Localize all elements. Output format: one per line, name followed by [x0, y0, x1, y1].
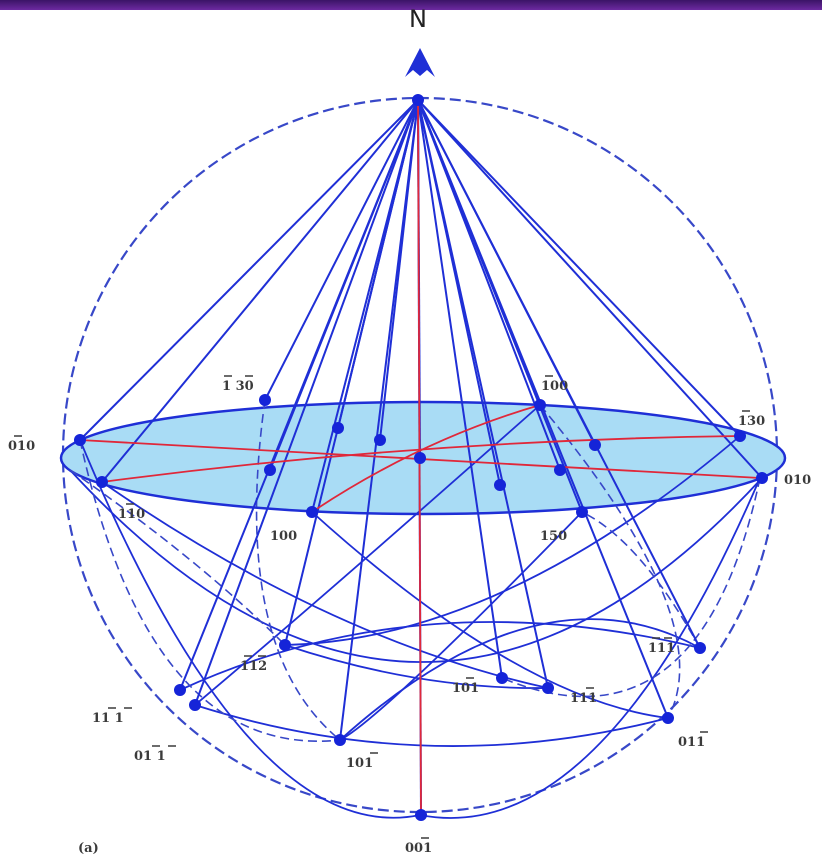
arc-100-011 [194, 404, 541, 706]
pole-node [174, 684, 186, 696]
arc-bottom-band [194, 704, 669, 747]
arc-150-101 [339, 511, 583, 741]
label-110: 110 [118, 507, 145, 522]
arc-equator-lower [69, 469, 763, 663]
pole-node [589, 439, 601, 451]
projection-ray [264, 99, 419, 401]
label-111-mid: 111 [570, 691, 597, 706]
dashed-arc-5 [69, 469, 286, 646]
top-color-band [0, 0, 822, 10]
pole-node [332, 422, 344, 434]
pole-node [259, 394, 271, 406]
arc-lower-band [179, 621, 701, 691]
pole-node [756, 472, 768, 484]
arc-right-low [419, 477, 761, 819]
dashed-arc-2 [501, 477, 761, 698]
projection-ray [417, 99, 741, 437]
projection-ray [179, 99, 419, 691]
dashed-arc-1 [79, 439, 341, 742]
north-arrow-icon [405, 48, 435, 77]
miller-index-overbars [14, 375, 750, 839]
pole-node [334, 734, 346, 746]
label-001: 001 [405, 841, 432, 856]
label-111-left: 11 1 [92, 711, 124, 726]
projection-ray [417, 99, 549, 689]
north-label: N [409, 5, 427, 33]
projection-ray [339, 99, 419, 741]
projection-ray [101, 99, 419, 483]
axis-arc-2 [101, 435, 741, 483]
pole-node [414, 452, 426, 464]
label-150: 150 [540, 529, 567, 544]
great-circle-arcs [69, 404, 763, 819]
pole-node [662, 712, 674, 724]
arc-100-011r [311, 511, 669, 719]
pole-node [494, 479, 506, 491]
projection-ray [417, 99, 701, 649]
pole-node [554, 464, 566, 476]
label-101-mid: 101 [452, 681, 479, 696]
arc-110-111 [101, 481, 549, 689]
projection-ray [284, 99, 419, 646]
corner-label: (a) [78, 841, 99, 856]
pole-node [496, 672, 508, 684]
pole-node [415, 809, 427, 821]
pole-node [96, 476, 108, 488]
label-010-right: 010 [784, 473, 811, 488]
pole-node [694, 642, 706, 654]
projection-ray [194, 99, 419, 706]
pole-node [374, 434, 386, 446]
arc-112-111 [284, 644, 549, 689]
label-100-bottom: 100 [270, 529, 297, 544]
pole-node [306, 506, 318, 518]
arc-101-111 [339, 618, 701, 741]
pole-node [576, 506, 588, 518]
label-100-top: 100 [541, 379, 568, 394]
label-011-left: 01 1 [134, 749, 166, 764]
label-1-30: 1 30 [222, 379, 254, 394]
dashed-arc-4 [539, 404, 681, 719]
pole-node [534, 399, 546, 411]
pole-node [734, 430, 746, 442]
arc-left-low [79, 439, 421, 819]
projection-ray [417, 99, 503, 679]
label-111-right: 111 [648, 641, 675, 656]
pole-nodes [74, 94, 768, 821]
pole-node [279, 639, 291, 651]
projection-rays [79, 99, 763, 816]
label-130-right: 130 [738, 414, 765, 429]
label-010-left: 010 [8, 439, 35, 454]
projection-ray [79, 99, 419, 441]
label-011-right: 011 [678, 735, 705, 750]
projection-ray [417, 99, 763, 479]
label-112: 112 [240, 659, 267, 674]
pole-node [74, 434, 86, 446]
pole-node [264, 464, 276, 476]
label-101-bottom: 101 [346, 756, 373, 771]
pole-node [542, 682, 554, 694]
pole-node [189, 699, 201, 711]
projection-ray [379, 99, 419, 441]
pole-node [412, 94, 424, 106]
dashed-arc-6 [581, 511, 701, 649]
